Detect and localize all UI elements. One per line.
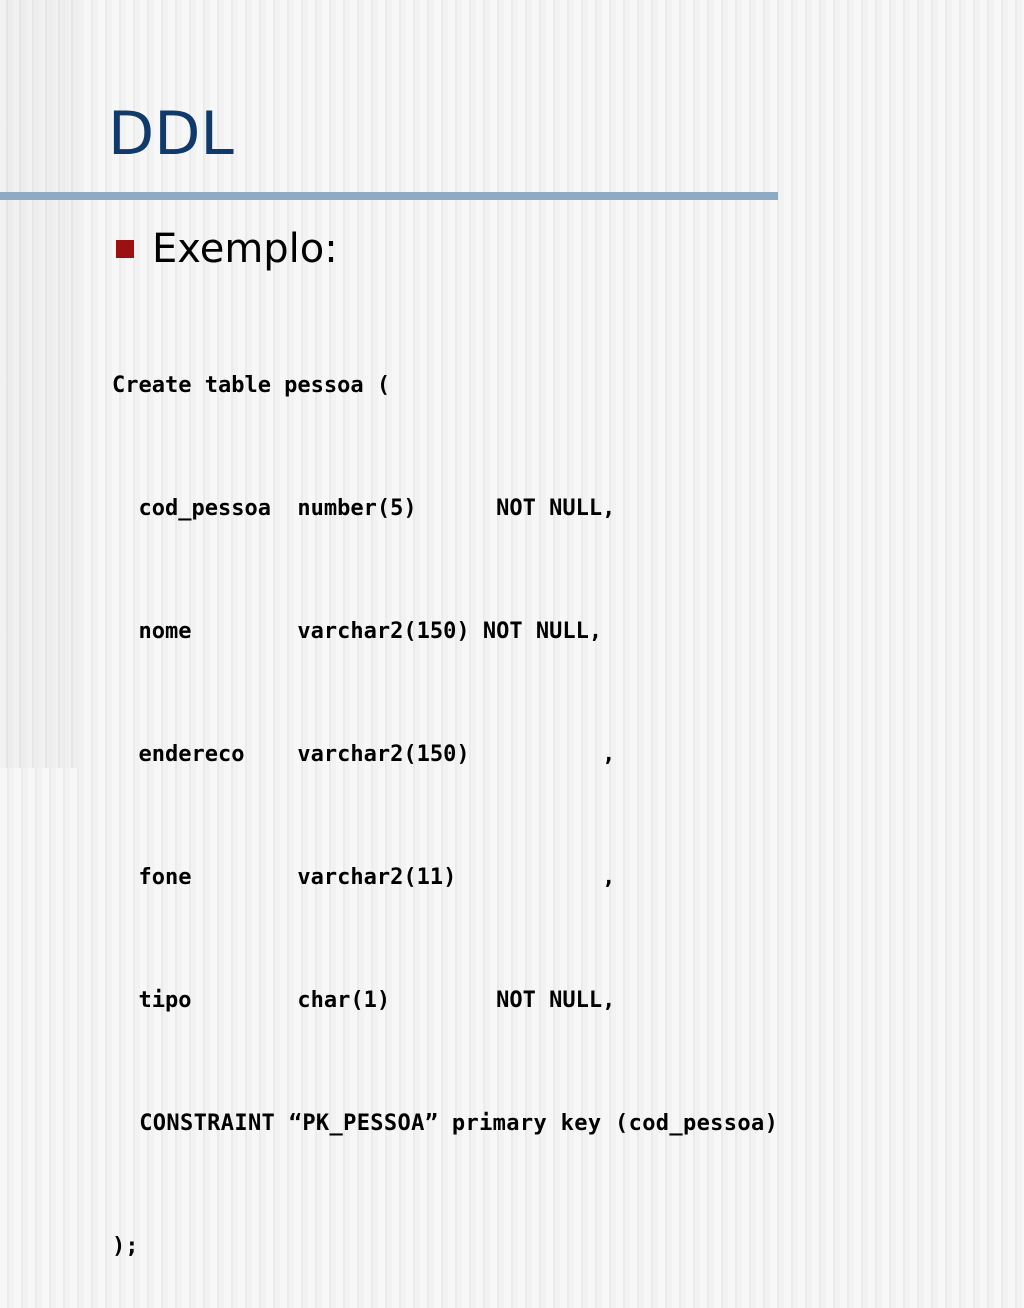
background-stripes — [0, 0, 80, 768]
code-line: endereco varchar2(150) , — [112, 742, 616, 767]
code-line: tipo char(1) NOT NULL, — [112, 988, 616, 1013]
code-line: Create table pessoa ( — [112, 373, 391, 398]
code-line: ); — [112, 1234, 139, 1259]
slide-title: DDL — [108, 99, 234, 169]
code-block: Create table pessoa ( cod_pessoa number(… — [112, 283, 778, 1308]
bullet-item: Exemplo: — [116, 224, 338, 274]
square-bullet-icon — [116, 240, 134, 258]
bullet-text: Exemplo: — [152, 226, 338, 272]
title-divider — [0, 192, 778, 200]
code-line: nome varchar2(150) NOT NULL, — [112, 619, 603, 644]
code-line: fone varchar2(11) , — [112, 865, 616, 890]
code-line: CONSTRAINT “PK_PESSOA” primary key (cod_… — [112, 1111, 779, 1136]
code-line: cod_pessoa number(5) NOT NULL, — [112, 496, 616, 521]
